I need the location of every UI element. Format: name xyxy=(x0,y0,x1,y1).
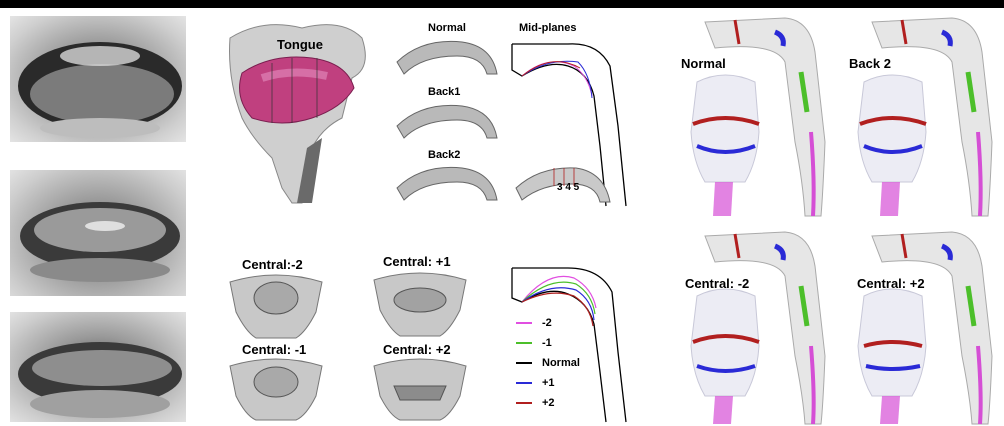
flow-panel-back2 xyxy=(842,12,1002,218)
lip-photo-1-drawing xyxy=(10,16,186,142)
legend-swatch xyxy=(516,342,532,344)
legend-label: +2 xyxy=(542,397,555,409)
central-m2-label: Central:-2 xyxy=(242,257,303,272)
central-m1-label: Central: -1 xyxy=(242,342,306,357)
flow-normal-label: Normal xyxy=(681,56,726,71)
flow-central-m2-label: Central: -2 xyxy=(685,276,749,291)
lip-photo-3 xyxy=(10,312,186,422)
legend-swatch xyxy=(516,362,532,364)
flow-panel-central-m2 xyxy=(675,226,835,426)
slice-numbers-label: 3 4 5 xyxy=(557,182,579,193)
lip-photo-2 xyxy=(10,170,186,296)
curve-legend: -2 -1 Normal +1 +2 xyxy=(516,313,606,413)
central-m2-model xyxy=(226,272,326,340)
legend-item: -2 xyxy=(516,313,606,333)
legend-swatch xyxy=(516,382,532,384)
flow-panel-normal xyxy=(675,12,835,218)
back1-profile-label: Back1 xyxy=(428,86,460,98)
lip-photo-3-drawing xyxy=(10,312,186,422)
central-p1-model xyxy=(370,270,470,338)
lip-photo-1 xyxy=(10,16,186,142)
legend-label: +1 xyxy=(542,377,555,389)
flow-back2-label: Back 2 xyxy=(849,56,891,71)
legend-swatch xyxy=(516,402,532,404)
legend-swatch xyxy=(516,322,532,324)
legend-item: -1 xyxy=(516,333,606,353)
back2-profile xyxy=(392,160,502,206)
lip-photo-2-drawing xyxy=(10,170,186,296)
tongue-label: Tongue xyxy=(277,37,323,52)
central-p2-label: Central: +2 xyxy=(383,342,451,357)
midplanes-label: Mid-planes xyxy=(519,22,576,34)
legend-label: Normal xyxy=(542,357,580,369)
flow-panel-central-p2 xyxy=(842,226,1002,426)
legend-label: -1 xyxy=(542,337,552,349)
top-rule xyxy=(0,0,1004,8)
normal-profile xyxy=(392,34,502,80)
central-p2-model xyxy=(370,356,470,422)
central-p1-label: Central: +1 xyxy=(383,254,451,269)
central-m1-model xyxy=(226,356,326,422)
back1-profile xyxy=(392,98,502,144)
legend-item: +2 xyxy=(516,393,606,413)
legend-label: -2 xyxy=(542,317,552,329)
flow-central-p2-label: Central: +2 xyxy=(857,276,925,291)
legend-item: +1 xyxy=(516,373,606,393)
legend-item: Normal xyxy=(516,353,606,373)
normal-profile-label: Normal xyxy=(428,22,466,34)
